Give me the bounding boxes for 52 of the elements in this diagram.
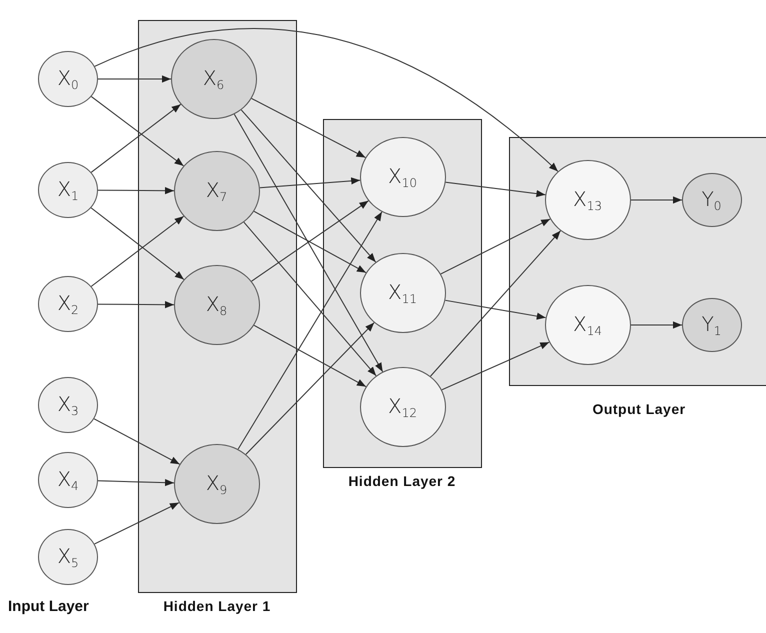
arrow (243, 222, 377, 376)
arrow (238, 211, 382, 450)
arrow (240, 109, 376, 263)
neuron-label: X$_{2}$ (57, 291, 79, 317)
arrow (234, 114, 384, 372)
neuron-label: X$_{3}$ (57, 392, 79, 418)
arrow (90, 216, 184, 287)
neuron-label: X$_{8}$ (206, 292, 228, 318)
arrow (245, 322, 375, 455)
arrow (251, 98, 366, 158)
arrow (441, 342, 550, 390)
neuron-label: X$_{0}$ (57, 66, 79, 92)
arrow (259, 177, 361, 188)
layer-heading: Output Layer (591, 401, 687, 417)
arrow (444, 300, 546, 320)
arrow (98, 75, 172, 83)
neuron-label: X$_{12}$ (388, 394, 417, 420)
neuron-label: Y$_{1}$ (702, 312, 722, 338)
arrow (445, 182, 546, 198)
arrow (98, 479, 175, 486)
arrow (98, 301, 174, 308)
neuron-label: X$_{10}$ (388, 164, 417, 190)
arrow (430, 230, 561, 377)
neuron-label: Y$_{0}$ (702, 186, 722, 212)
neuron-circle (170, 38, 256, 118)
neuron-circle (360, 252, 446, 332)
arrow (94, 28, 558, 172)
neuron-label: X$_{6}$ (202, 66, 224, 92)
layer-heading: Hidden Layer 1 (162, 598, 272, 614)
arrow (94, 418, 180, 465)
neuron-label: X$_{7}$ (206, 178, 228, 204)
arrow (90, 104, 182, 173)
arrow (440, 218, 551, 274)
arrow (98, 187, 174, 194)
layer-heading: Hidden Layer 2 (347, 473, 457, 489)
neuron-label: X$_{9}$ (206, 470, 228, 496)
neuron-label: X$_{5}$ (57, 544, 79, 570)
arrow (251, 200, 369, 282)
layer-heading: Input Layer (8, 598, 89, 615)
neuron-label: X$_{14}$ (573, 312, 602, 338)
neuron-circle (174, 150, 260, 230)
neuron-label: X$_{1}$ (57, 177, 79, 203)
neuron-label: X$_{11}$ (388, 280, 417, 306)
neuron-label: X$_{4}$ (57, 467, 79, 493)
arrow (630, 321, 682, 329)
arrow (254, 324, 366, 388)
arrow (90, 207, 184, 280)
neuron-label: X$_{13}$ (573, 186, 602, 212)
arrow (94, 502, 180, 544)
arrow (254, 210, 366, 274)
arrow (90, 96, 184, 166)
arrow (630, 196, 682, 204)
